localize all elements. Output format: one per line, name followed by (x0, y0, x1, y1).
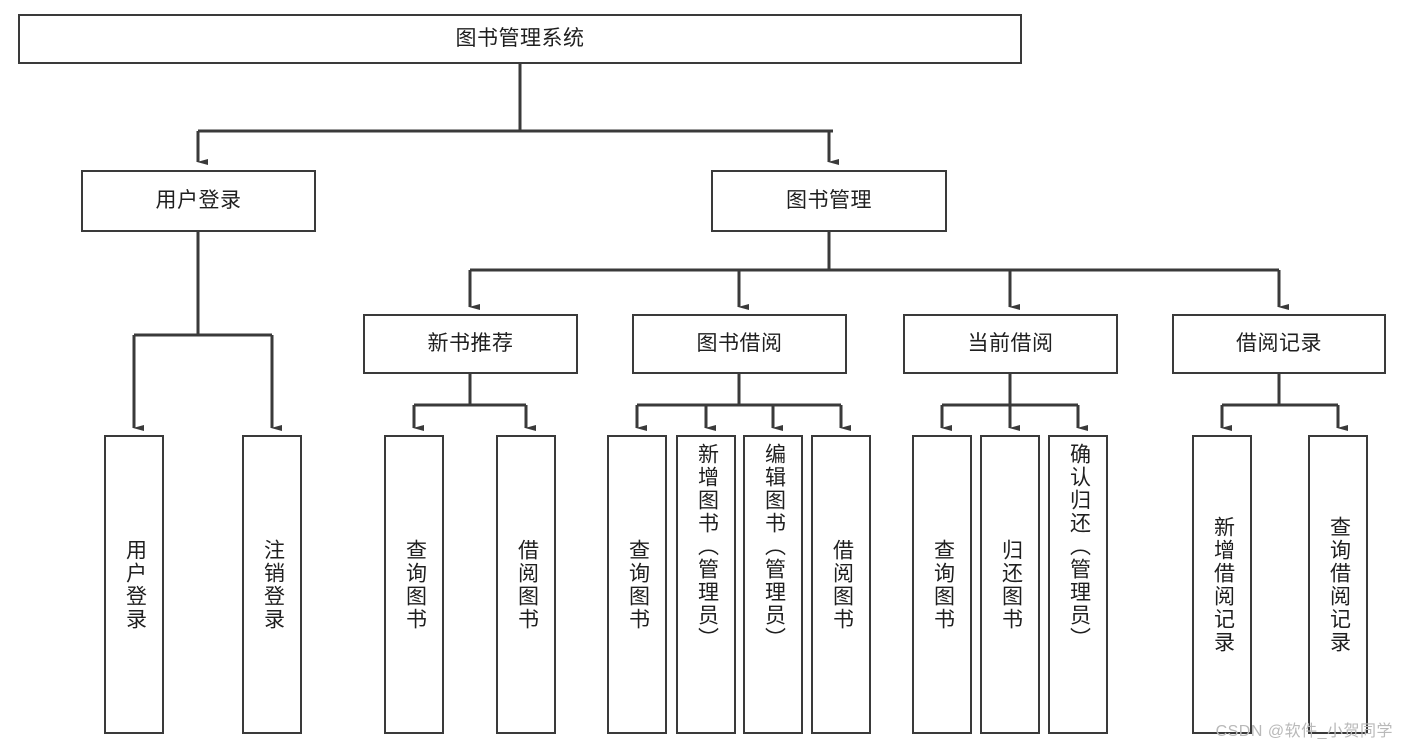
leaf-return-book-label: 归还图书 (999, 538, 1023, 631)
leaf-edit-book[interactable]: 编辑图书（管理员） (743, 435, 803, 734)
node-root-label: 图书管理系统 (455, 26, 585, 50)
leaf-query-book-2[interactable]: 查询图书 (607, 435, 667, 734)
node-new-book-recommend[interactable]: 新书推荐 (363, 314, 578, 374)
node-book-borrow-label: 图书借阅 (696, 331, 783, 355)
node-book-management-label: 图书管理 (786, 188, 872, 212)
leaf-borrow-book-2-label: 借阅图书 (830, 538, 854, 631)
leaf-confirm-return-label: 确认归还（管理员） (1067, 443, 1091, 650)
leaf-add-book[interactable]: 新增图书（管理员） (676, 435, 736, 734)
node-user-login-label: 用户登录 (155, 188, 242, 212)
node-current-borrow-label: 当前借阅 (967, 331, 1054, 355)
node-book-borrow[interactable]: 图书借阅 (632, 314, 847, 374)
leaf-borrow-book-1[interactable]: 借阅图书 (496, 435, 556, 734)
node-root[interactable]: 图书管理系统 (18, 14, 1022, 64)
leaf-query-book-3-label: 查询图书 (931, 538, 955, 631)
leaf-user-login[interactable]: 用户登录 (104, 435, 164, 734)
leaf-query-book-1[interactable]: 查询图书 (384, 435, 444, 734)
node-user-login[interactable]: 用户登录 (81, 170, 316, 232)
node-current-borrow[interactable]: 当前借阅 (903, 314, 1118, 374)
leaf-borrow-book-1-label: 借阅图书 (515, 538, 539, 631)
node-new-book-recommend-label: 新书推荐 (427, 331, 514, 355)
leaf-user-login-label: 用户登录 (123, 538, 147, 631)
leaf-return-book[interactable]: 归还图书 (980, 435, 1040, 734)
leaf-confirm-return[interactable]: 确认归还（管理员） (1048, 435, 1108, 734)
node-borrow-record[interactable]: 借阅记录 (1172, 314, 1386, 374)
leaf-logout-label: 注销登录 (261, 538, 285, 631)
leaf-add-record[interactable]: 新增借阅记录 (1192, 435, 1252, 734)
node-book-management[interactable]: 图书管理 (711, 170, 947, 232)
leaf-query-record-label: 查询借阅记录 (1327, 515, 1351, 654)
leaf-query-book-2-label: 查询图书 (626, 538, 650, 631)
leaf-query-record[interactable]: 查询借阅记录 (1308, 435, 1368, 734)
leaf-borrow-book-2[interactable]: 借阅图书 (811, 435, 871, 734)
csdn-watermark: CSDN @软件_小贺同学 (1215, 723, 1393, 740)
leaf-add-record-label: 新增借阅记录 (1211, 515, 1235, 654)
node-borrow-record-label: 借阅记录 (1236, 331, 1322, 355)
leaf-query-book-1-label: 查询图书 (403, 538, 427, 631)
leaf-query-book-3[interactable]: 查询图书 (912, 435, 972, 734)
leaf-edit-book-label: 编辑图书（管理员） (762, 443, 786, 650)
leaf-logout[interactable]: 注销登录 (242, 435, 302, 734)
leaf-add-book-label: 新增图书（管理员） (695, 443, 719, 650)
